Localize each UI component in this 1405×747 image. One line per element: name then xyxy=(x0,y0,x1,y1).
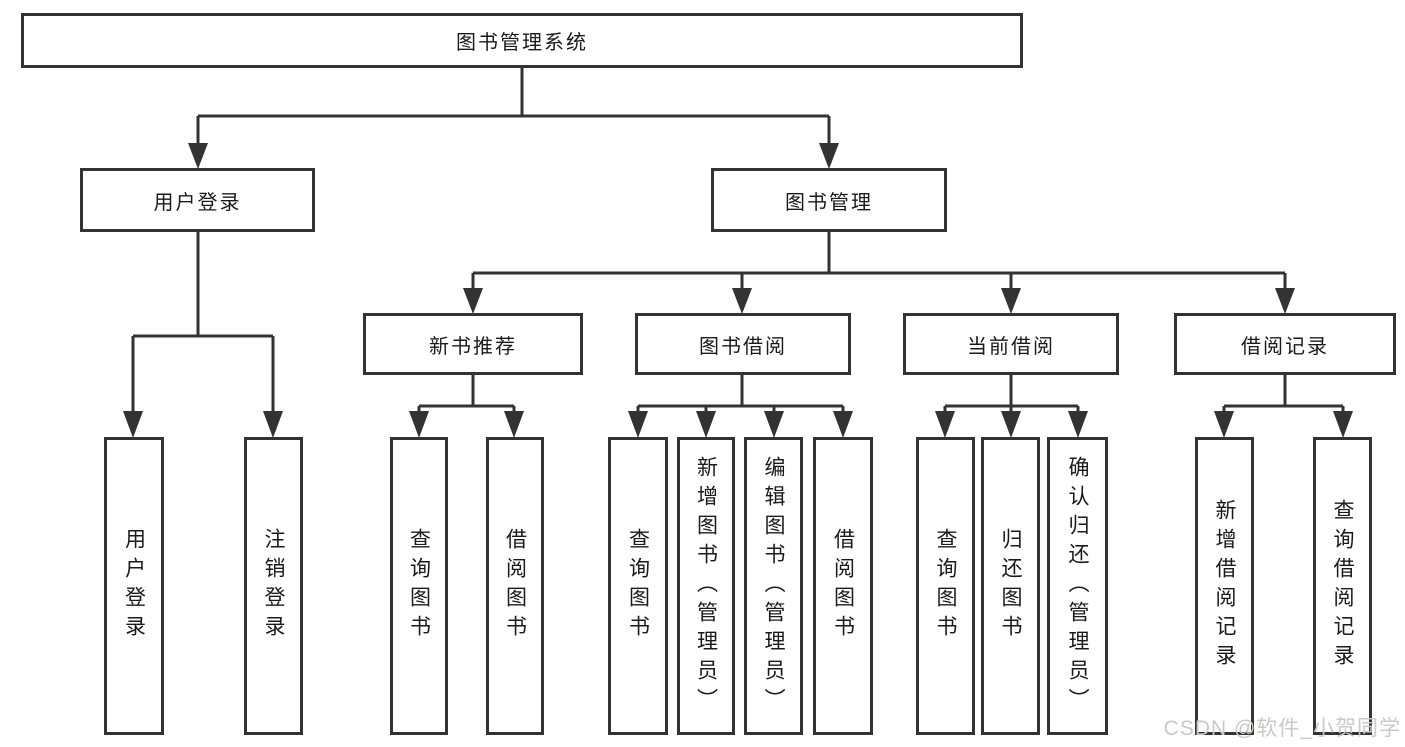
csdn-watermark: CSDN @软件_小贺同学 xyxy=(1163,717,1401,740)
leaf-query-books-borrow: 查询图书 xyxy=(608,437,668,735)
leaf-confirm-return-admin: 确认归还（管理员） xyxy=(1047,437,1108,735)
node-new-book-recommend: 新书推荐 xyxy=(363,313,583,375)
node-system-root: 图书管理系统 xyxy=(21,13,1023,68)
leaf-add-book-admin: 新增图书（管理员） xyxy=(677,437,735,735)
leaf-user-login: 用户登录 xyxy=(104,437,164,735)
arrowheads xyxy=(123,143,1353,438)
leaf-query-books-recommend: 查询图书 xyxy=(390,437,448,735)
leaf-add-borrow-record: 新增借阅记录 xyxy=(1195,437,1254,735)
node-book-management-branch: 图书管理 xyxy=(711,168,947,232)
leaf-query-books-current: 查询图书 xyxy=(916,437,975,735)
leaf-logout: 注销登录 xyxy=(244,437,303,735)
leaf-query-borrow-record: 查询借阅记录 xyxy=(1313,437,1372,735)
leaf-edit-book-admin: 编辑图书（管理员） xyxy=(744,437,803,735)
leaf-borrow-books: 借阅图书 xyxy=(813,437,873,735)
node-borrow-records: 借阅记录 xyxy=(1174,313,1396,375)
node-current-borrow: 当前借阅 xyxy=(903,313,1119,375)
node-book-borrow: 图书借阅 xyxy=(635,313,851,375)
node-user-login-branch: 用户登录 xyxy=(80,168,315,232)
leaf-return-book: 归还图书 xyxy=(981,437,1040,735)
leaf-borrow-books-recommend: 借阅图书 xyxy=(486,437,544,735)
